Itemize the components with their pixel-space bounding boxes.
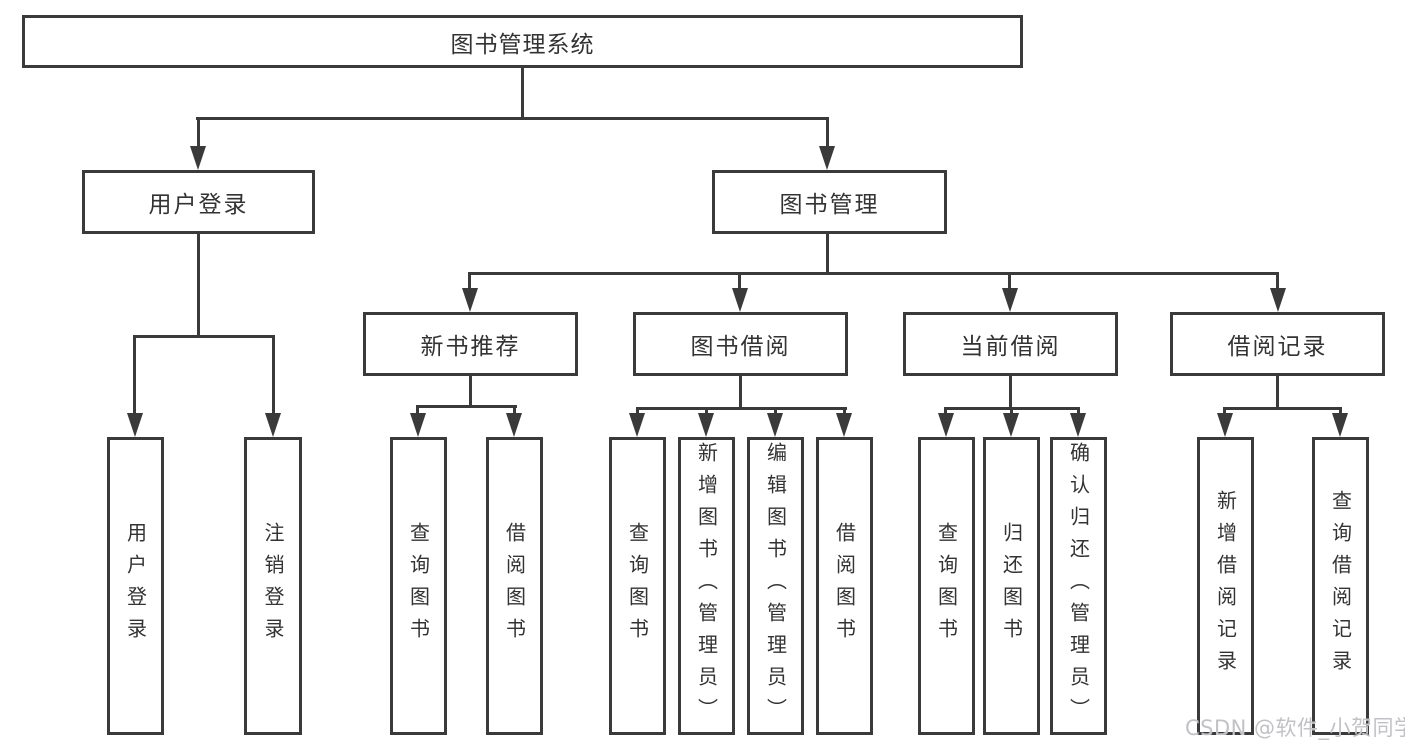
- node-new-book-recommendation: 新书推荐: [363, 312, 578, 376]
- connector-vertical: [1223, 407, 1226, 417]
- connector-vertical: [513, 405, 516, 417]
- connector-vertical: [469, 376, 472, 408]
- arrow-down-icon: [1070, 413, 1086, 437]
- connector-vertical: [738, 272, 741, 291]
- leaf-user-login: 用户登录: [107, 437, 164, 735]
- leaf-add-books-admin: 新增图书（管理员）: [678, 437, 735, 735]
- arrow-down-icon: [265, 413, 281, 437]
- connector-horizontal: [636, 407, 847, 410]
- leaf-query-books-recommend: 查询图书: [390, 437, 447, 735]
- leaf-confirm-return-admin: 确认归还（管理员）: [1050, 437, 1107, 735]
- connector-vertical: [1276, 272, 1279, 291]
- leaf-edit-books-admin: 编辑图书（管理员）: [747, 437, 804, 735]
- arrow-down-icon: [732, 288, 748, 312]
- connector-vertical: [1008, 272, 1011, 291]
- arrow-down-icon: [819, 146, 835, 170]
- connector-vertical: [272, 335, 275, 415]
- connector-horizontal: [1223, 407, 1342, 410]
- arrow-down-icon: [462, 288, 478, 312]
- node-root: 图书管理系统: [22, 15, 1023, 68]
- node-current-borrowing: 当前借阅: [903, 312, 1118, 376]
- arrow-down-icon: [1002, 288, 1018, 312]
- arrow-down-icon: [1003, 413, 1019, 437]
- node-book-management-label: 图书管理: [779, 192, 880, 218]
- arrow-down-icon: [1217, 413, 1233, 437]
- leaf-query-borrow-record: 查询借阅记录: [1312, 437, 1369, 735]
- arrow-down-icon: [698, 413, 714, 437]
- arrow-down-icon: [190, 146, 206, 170]
- node-book-management: 图书管理: [712, 170, 947, 234]
- connector-vertical: [468, 272, 471, 291]
- connector-vertical: [1010, 407, 1013, 417]
- leaf-add-borrow-record: 新增借阅记录: [1197, 437, 1254, 735]
- node-book-borrowing: 图书借阅: [633, 312, 848, 376]
- arrow-down-icon: [1270, 288, 1286, 312]
- connector-vertical: [416, 405, 419, 417]
- arrow-down-icon: [767, 413, 783, 437]
- arrow-down-icon: [127, 413, 143, 437]
- connector-vertical: [843, 407, 846, 417]
- connector-vertical: [774, 407, 777, 417]
- arrow-down-icon: [836, 413, 852, 437]
- connector-vertical: [133, 335, 136, 415]
- connector-vertical: [197, 234, 200, 338]
- connector-vertical: [944, 407, 947, 417]
- connector-vertical: [636, 407, 639, 417]
- leaf-logout: 注销登录: [244, 437, 302, 735]
- connector-vertical: [1276, 376, 1279, 410]
- node-user-login-label: 用户登录: [148, 192, 249, 218]
- arrow-down-icon: [1332, 413, 1348, 437]
- connector-vertical: [521, 68, 524, 120]
- connector-vertical: [739, 376, 742, 410]
- connector-vertical: [1009, 376, 1012, 410]
- leaf-borrow-books-recommend: 借阅图书: [486, 437, 543, 735]
- connector-horizontal: [416, 405, 517, 408]
- arrow-down-icon: [410, 413, 426, 437]
- arrow-down-icon: [629, 413, 645, 437]
- connector-vertical: [1077, 407, 1080, 417]
- leaf-borrow-books: 借阅图书: [816, 437, 873, 735]
- connector-horizontal: [468, 272, 1279, 275]
- node-user-login: 用户登录: [82, 170, 315, 234]
- leaf-return-books: 归还图书: [983, 437, 1040, 735]
- connector-vertical: [826, 234, 829, 275]
- connector-horizontal: [133, 335, 275, 338]
- node-borrowing-records: 借阅记录: [1170, 312, 1385, 376]
- leaf-query-books-current: 查询图书: [918, 437, 975, 735]
- node-root-label: 图书管理系统: [450, 31, 595, 58]
- arrow-down-icon: [506, 413, 522, 437]
- watermark: CSDN @软件_小贺同学: [1185, 716, 1405, 740]
- connector-vertical: [1339, 407, 1342, 417]
- connector-vertical: [197, 117, 200, 149]
- connector-horizontal: [196, 117, 829, 120]
- connector-vertical: [705, 407, 708, 417]
- connector-vertical: [826, 117, 829, 149]
- leaf-query-books-borrowing: 查询图书: [609, 437, 666, 735]
- arrow-down-icon: [938, 413, 954, 437]
